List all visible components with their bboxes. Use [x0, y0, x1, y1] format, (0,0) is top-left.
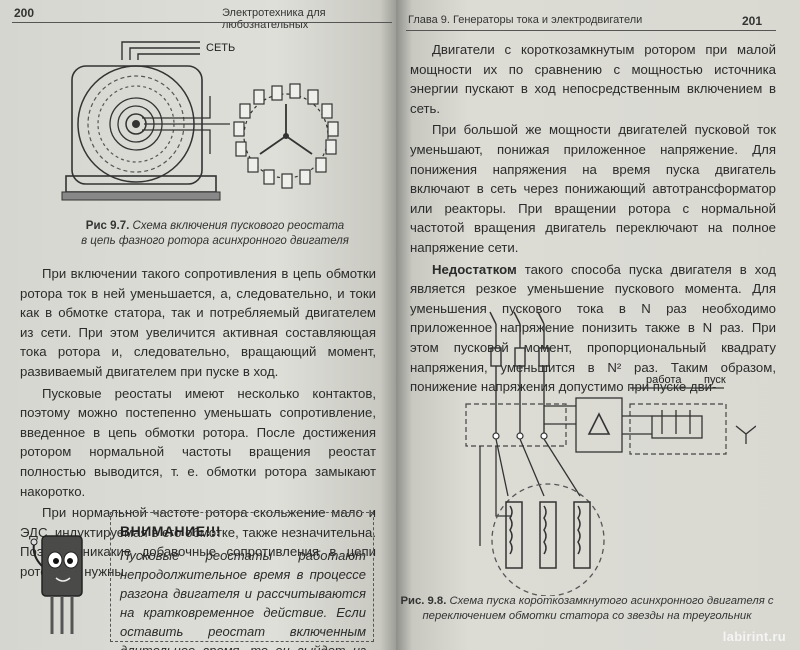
drawback-bold: Недостатком: [432, 261, 517, 277]
mascot-icon: [30, 535, 83, 634]
caption-line-2: в цепь фазного ротора асинхронного двига…: [81, 235, 349, 247]
header-rule: [406, 30, 776, 31]
label-start: пуск: [704, 374, 726, 386]
page-number: 200: [14, 6, 35, 20]
watermark: labirint.ru: [722, 629, 786, 644]
warning-box: [110, 512, 374, 642]
caption-line-2: переключением обмотки статора со звезды …: [422, 610, 752, 622]
figure-9-8-caption: Рис. 9.8. Схема пуска короткозамкнутого …: [396, 594, 782, 624]
caption-number: Рис. 9.8.: [400, 595, 447, 607]
page-number: 201: [742, 14, 763, 28]
header-rule: [12, 22, 392, 23]
paragraph: Пусковые реостаты имеют несколько контак…: [20, 385, 376, 499]
grid-label: СЕТЬ: [206, 42, 235, 54]
figure-9-8-diagram: работа пуск: [465, 311, 756, 596]
figure-9-7-caption: Рис 9.7. Схема включения пускового реост…: [60, 219, 370, 249]
drawback-text: такого способа пуска двигателя в ход явл…: [410, 261, 776, 395]
caption-line-1: Схема пуска короткозамкнутого асинхронно…: [449, 595, 774, 607]
paragraph: Двигатели с короткозамкнутым ротором при…: [410, 42, 776, 116]
figure-9-7-diagram: СЕТЬ: [61, 41, 339, 201]
left-body: При включении такого сопротивления в цеп…: [20, 264, 376, 582]
paragraph-drawback: Недостатком такого способа пуска двигате…: [410, 260, 776, 397]
warning-title: ВНИМАНИЕ!!!: [120, 523, 222, 539]
left-page: 200 Электротехника для любознательных СЕ…: [0, 0, 396, 650]
label-run: работа: [646, 374, 682, 386]
paragraph: При включении такого сопротивления в цеп…: [20, 266, 376, 379]
paragraph: При большой же мощности двигателей пуско…: [410, 122, 776, 255]
caption-line-1: Схема включения пускового реостата: [132, 220, 345, 232]
caption-number: Рис 9.7.: [85, 220, 130, 232]
running-head: Глава 9. Генераторы тока и электродвигат…: [408, 14, 643, 26]
right-page: Глава 9. Генераторы тока и электродвигат…: [396, 0, 800, 650]
right-body: Двигатели с короткозамкнутым ротором при…: [410, 40, 776, 397]
warning-text: Пусковые реостаты работают непродолжител…: [120, 548, 366, 650]
